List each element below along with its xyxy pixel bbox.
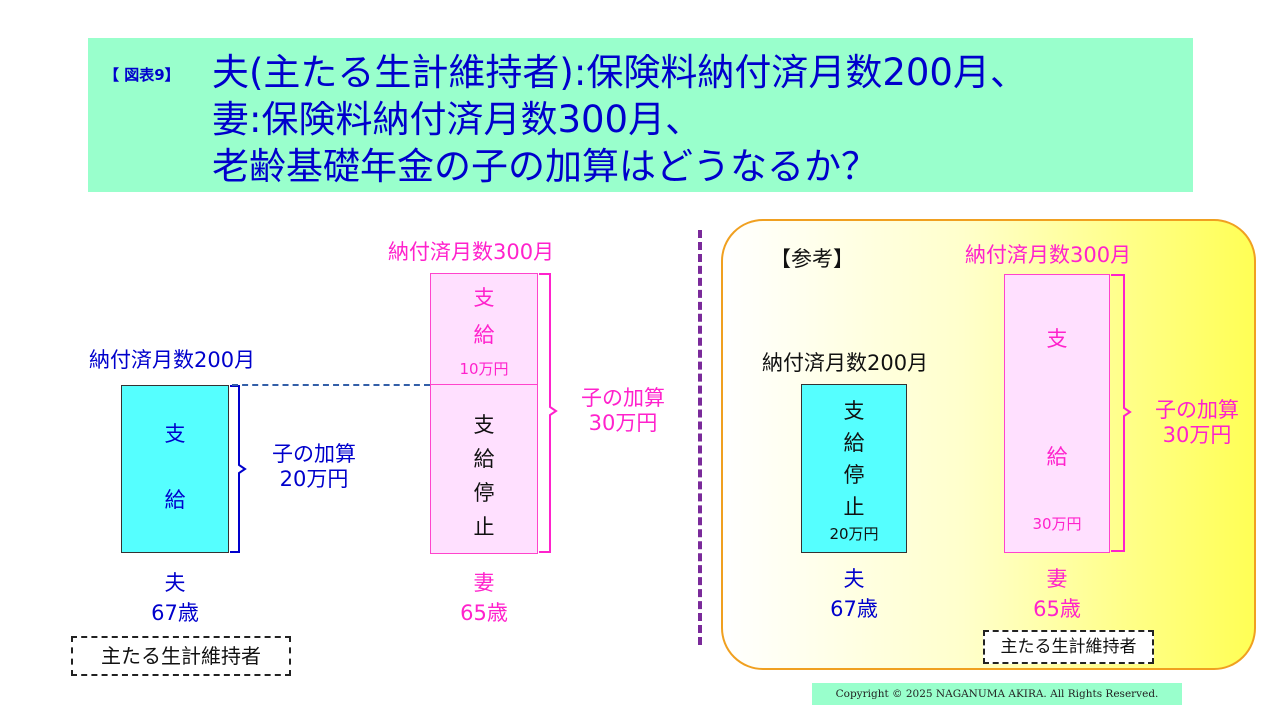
connector-line (232, 384, 430, 386)
wife-person: 妻 65歳 (430, 568, 538, 628)
wife-label: 妻 (473, 571, 495, 595)
wife-benefit-bar-top: 支 給 10万円 (430, 273, 538, 385)
wife-suspended-bar: 支 給 停 止 (430, 384, 538, 554)
ref-wife-amount: 30万円 (1032, 515, 1082, 533)
title-line-1: 夫(主たる生計維持者):保険料納付済月数200月、 (212, 51, 1027, 94)
wife-bar-char: 停 (473, 481, 495, 505)
wife-addition-title: 子の加算 (581, 386, 665, 410)
ref-wife-age: 65歳 (1033, 597, 1081, 621)
wife-addition-brace (539, 273, 558, 553)
ref-husband-bar-char: 支 (843, 399, 865, 423)
husband-addition-title: 子の加算 (272, 442, 356, 466)
husband-bar-char: 給 (164, 488, 186, 512)
wife-months-label: 納付済月数300月 (388, 240, 555, 264)
wife-bar-char: 止 (473, 515, 495, 539)
husband-label: 夫 (164, 571, 186, 595)
ref-wife-label: 妻 (1046, 567, 1068, 591)
husband-addition-label: 子の加算 20万円 (262, 442, 366, 492)
ref-wife-addition-title: 子の加算 (1155, 398, 1239, 422)
title-line-3: 老齢基礎年金の子の加算はどうなるか？ (212, 145, 878, 188)
ref-husband-amount: 20万円 (829, 525, 879, 543)
ref-wife-addition-amount: 30万円 (1162, 423, 1232, 447)
ref-wife-addition-label: 子の加算 30万円 (1145, 398, 1249, 448)
wife-top-amount: 10万円 (459, 360, 509, 378)
wife-bar-char: 給 (473, 323, 495, 347)
ref-wife-benefit-bar: 支 給 30万円 (1004, 274, 1110, 553)
husband-age: 67歳 (151, 601, 199, 625)
reference-heading: 【参考】 (770, 247, 854, 271)
husband-bar-char: 支 (164, 422, 186, 446)
ref-husband-months-label: 納付済月数200月 (762, 351, 929, 375)
husband-person: 夫 67歳 (121, 568, 229, 628)
wife-addition-label: 子の加算 30万円 (571, 386, 675, 436)
ref-wife-bar-char: 給 (1046, 445, 1068, 469)
title-banner (88, 38, 1193, 192)
ref-wife-months-label: 納付済月数300月 (965, 243, 1132, 267)
ref-husband-bar-char: 止 (843, 495, 865, 519)
ref-husband-person: 夫 67歳 (801, 564, 907, 624)
ref-husband-bar-char: 停 (843, 463, 865, 487)
figure-tag: 【 図表9】 (104, 66, 180, 84)
wife-bar-char: 支 (473, 286, 495, 310)
husband-addition-amount: 20万円 (279, 467, 349, 491)
ref-husband-age: 67歳 (830, 597, 878, 621)
wife-bar-char: 給 (473, 447, 495, 471)
ref-husband-suspended-bar: 支 給 停 止 20万円 (801, 384, 907, 553)
ref-wife-addition-brace (1111, 274, 1132, 552)
ref-wife-role-box: 主たる生計維持者 (983, 630, 1154, 664)
husband-role-box: 主たる生計維持者 (71, 636, 291, 676)
ref-wife-bar-char: 支 (1046, 327, 1068, 351)
ref-wife-person: 妻 65歳 (1004, 564, 1110, 624)
husband-benefit-bar: 支 給 (121, 385, 229, 553)
copyright-notice: Copyright © 2025 NAGANUMA AKIRA. All Rig… (812, 683, 1182, 705)
husband-addition-brace (230, 385, 247, 553)
wife-age: 65歳 (460, 601, 508, 625)
wife-bar-char: 支 (473, 413, 495, 437)
title-line-2: 妻:保険料納付済月数300月、 (212, 98, 703, 141)
husband-months-label: 納付済月数200月 (89, 348, 256, 372)
ref-husband-bar-char: 給 (843, 431, 865, 455)
section-divider (698, 230, 702, 645)
ref-husband-label: 夫 (843, 567, 865, 591)
wife-addition-amount: 30万円 (588, 411, 658, 435)
